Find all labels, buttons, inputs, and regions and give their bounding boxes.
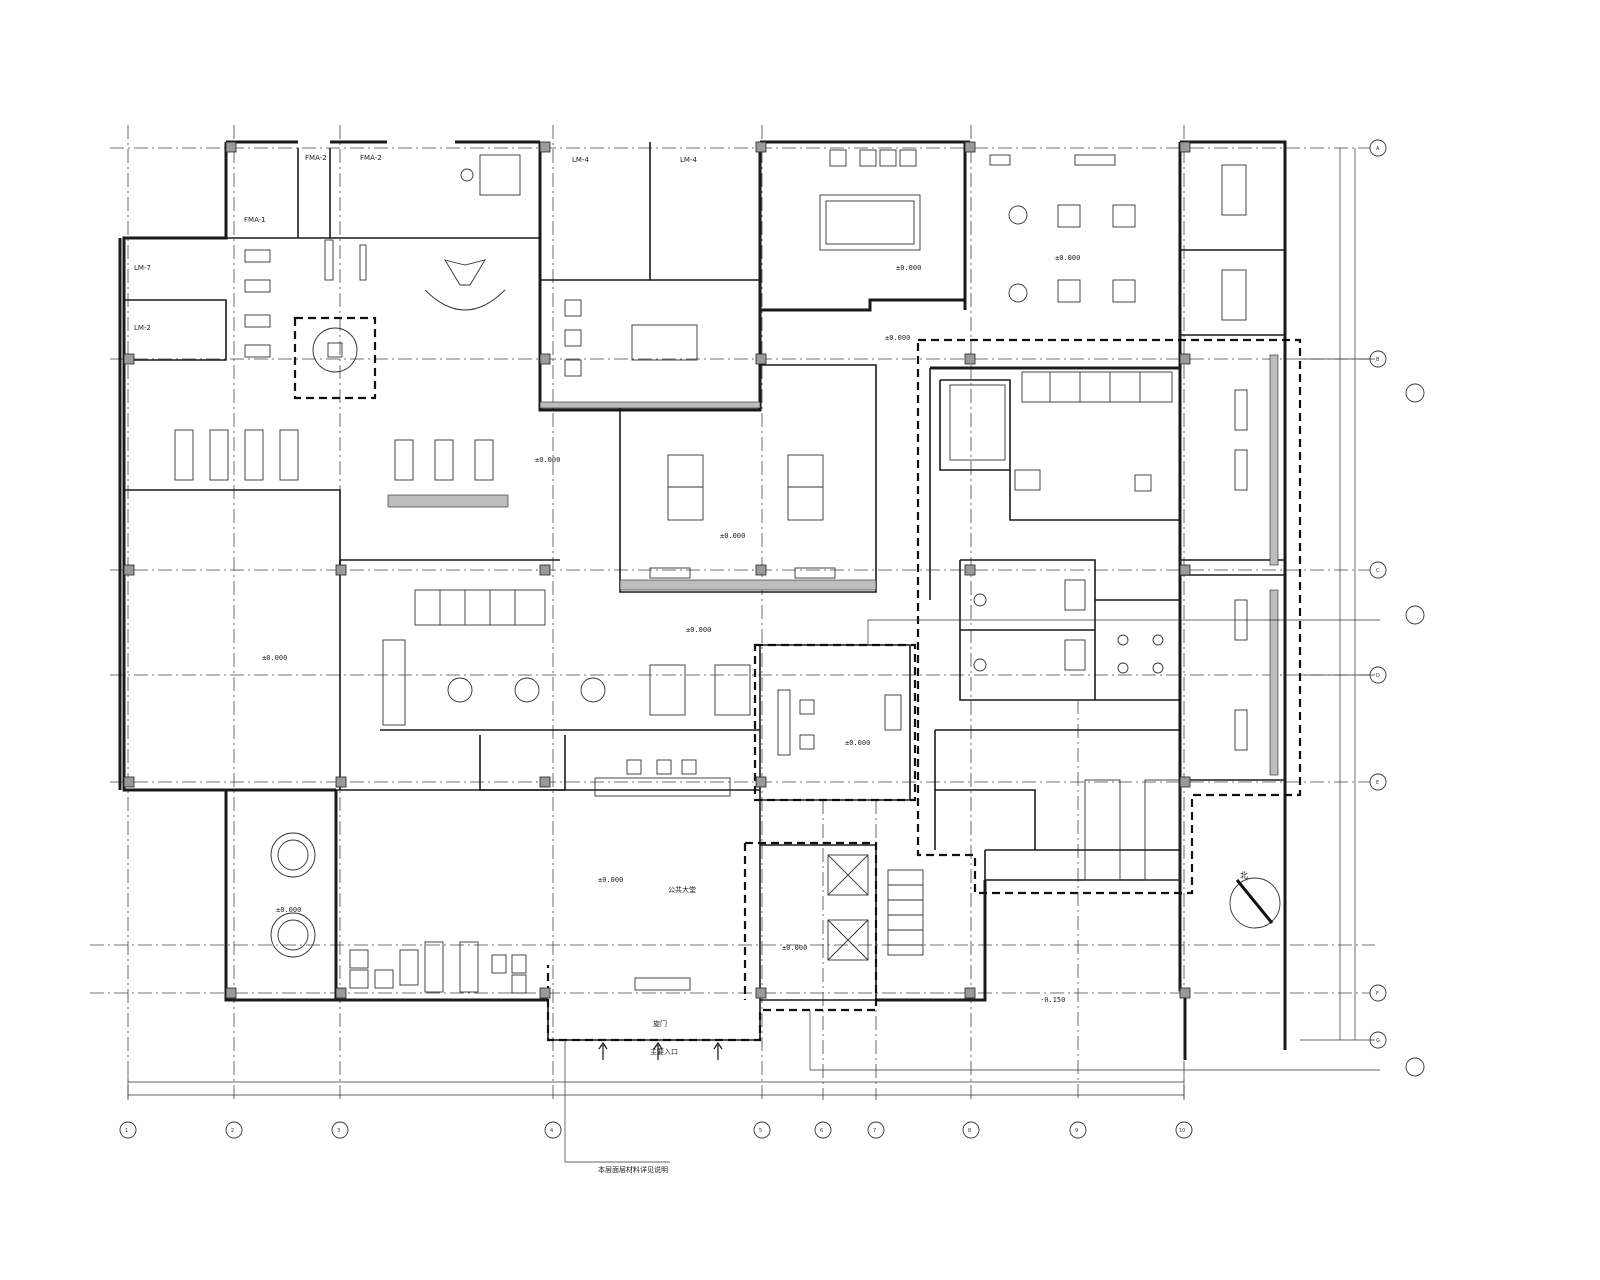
material-note: 本层面层材料详见说明 <box>598 1165 668 1174</box>
axis-label-4: 4 <box>550 1128 553 1134</box>
room-label-lm4a: LM-4 <box>572 156 589 164</box>
room-label-lm2: LM-2 <box>134 324 151 332</box>
elevation-lobby: ±0.000 <box>598 876 623 884</box>
axis-label-g: G <box>1376 1038 1380 1044</box>
axis-label-8: 8 <box>968 1128 971 1134</box>
dimension-lines <box>127 148 1380 1163</box>
axis-label-c: C <box>1376 568 1380 574</box>
elevation-gym: ±0.000 <box>535 456 560 464</box>
entrance-arrows <box>598 1041 723 1060</box>
axis-bubble-labels: 1 2 3 4 5 6 7 8 9 10 A B C D E F G <box>125 146 1380 1134</box>
walls <box>118 140 1287 1060</box>
room-labels: FMA-1 FMA-2 FMA-2 LM-4 LM-4 LM-7 LM-2 北 … <box>134 154 1248 1174</box>
axis-label-5: 5 <box>759 1128 762 1134</box>
elevation-exterior: -0.150 <box>1040 996 1065 1004</box>
axis-label-7: 7 <box>873 1128 876 1134</box>
furniture <box>174 149 1279 994</box>
elevation-elevator-hall: ±0.000 <box>782 944 807 952</box>
elevation-billiards: ±0.000 <box>896 264 921 272</box>
axis-label-a: A <box>1376 146 1380 152</box>
axis-label-d: D <box>1376 673 1380 679</box>
axis-label-2: 2 <box>231 1128 234 1134</box>
lobby-label: 公共大堂 <box>668 885 696 894</box>
north-arrow <box>1229 877 1281 929</box>
revolving-door-label: 旋门 <box>653 1019 667 1028</box>
elevation-lounge: ±0.000 <box>1055 254 1080 262</box>
elevation-cafe: ±0.000 <box>686 626 711 634</box>
room-label-lm4b: LM-4 <box>680 156 697 164</box>
axis-label-b: B <box>1376 357 1380 363</box>
axis-label-3: 3 <box>337 1128 340 1134</box>
main-entrance-label: 主要入口 <box>650 1047 678 1056</box>
columns <box>123 141 1191 999</box>
axis-label-6: 6 <box>820 1128 823 1134</box>
elevation-multipurpose: ±0.000 <box>262 654 287 662</box>
elevation-clinic: ±0.000 <box>845 739 870 747</box>
room-label-lm7: LM-7 <box>134 264 151 272</box>
axis-label-1: 1 <box>125 1128 128 1134</box>
axis-bubbles-bottom <box>119 1121 1193 1139</box>
elevation-pingpong: ±0.000 <box>720 532 745 540</box>
room-label-fma2b: FMA-2 <box>360 154 382 162</box>
room-label-fma2a: FMA-2 <box>305 154 327 162</box>
room-label-fma1: FMA-1 <box>244 216 266 224</box>
axis-label-e: E <box>1376 780 1379 786</box>
dashed-zones <box>293 316 1302 1042</box>
elevation-display: ±0.000 <box>276 906 301 914</box>
elevation-corridor: ±0.000 <box>885 334 910 342</box>
axis-label-10: 10 <box>1179 1128 1185 1134</box>
axis-label-f: F <box>1376 991 1379 997</box>
axis-label-9: 9 <box>1075 1128 1078 1134</box>
axis-grid <box>90 125 1375 1100</box>
elevation-marks: ±0.000 ±0.000 ±0.000 ±0.000 ±0.000 ±0.00… <box>262 254 1080 1004</box>
north-label: 北 <box>1240 871 1248 880</box>
axis-bubbles-right <box>1369 139 1425 1077</box>
